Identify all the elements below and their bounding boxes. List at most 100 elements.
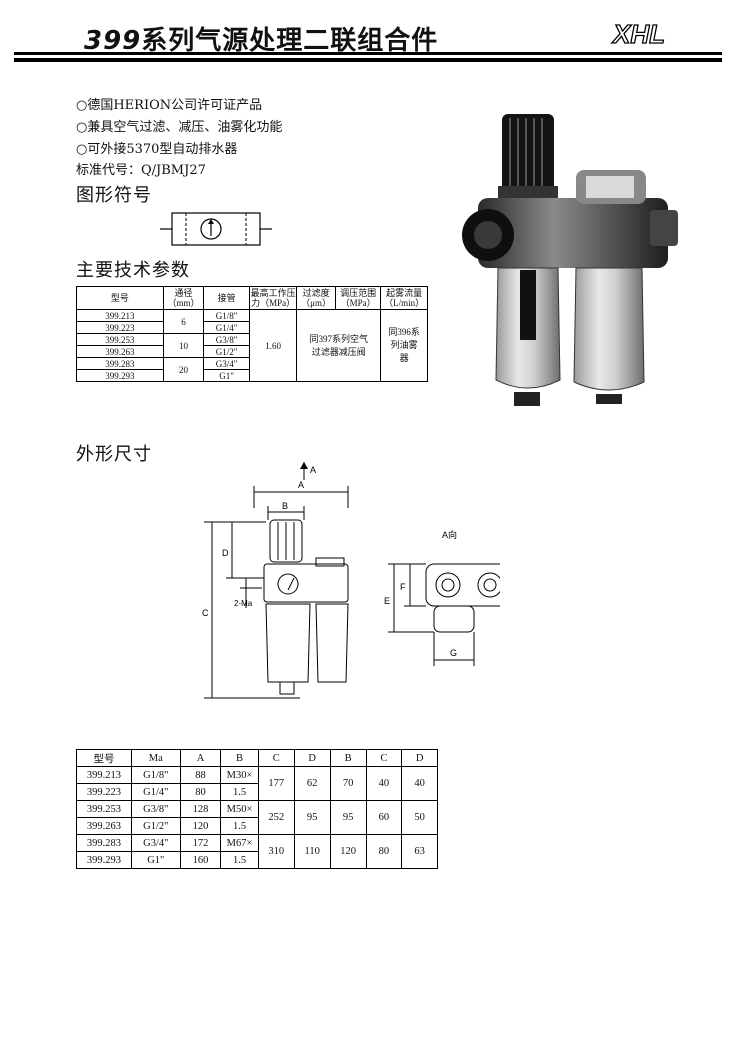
specs-heading: 主要技术参数	[76, 260, 190, 281]
model-cell: 399.263	[76, 817, 132, 835]
ma-cell: G3/8"	[130, 800, 181, 818]
page-title: 399系列气源处理二联组合件	[84, 20, 438, 57]
dim-header-cell: D	[293, 749, 331, 767]
label-ma: 2-Ma	[234, 599, 253, 608]
spec-header-cell: 过滤度（μm）	[296, 286, 336, 310]
ma-cell: G1/4"	[130, 783, 181, 801]
spec-table: 型号 通径（mm） 接管 最高工作压力（MPa） 过滤度（μm） 调压范围（MP…	[76, 286, 428, 382]
bore-cell: 20	[162, 357, 205, 382]
dim-header-cell: 型号	[76, 749, 132, 767]
c-cell: 310	[257, 834, 295, 869]
d2-cell: 40	[401, 766, 438, 801]
series-number: 399	[84, 26, 142, 56]
a-cell: 80	[179, 783, 222, 801]
table-row: 399.293 G1"	[76, 369, 428, 382]
spec-header-row: 型号 通径（mm） 接管 最高工作压力（MPa） 过滤度（μm） 调压范围（MP…	[76, 286, 428, 310]
spec-header-cell: 通径（mm）	[162, 286, 205, 310]
b2-cell: 95	[329, 800, 367, 835]
feature-2: ○兼具空气过滤、减压、油雾化功能	[76, 120, 283, 135]
b-bottom-cell: 1.5	[220, 851, 259, 869]
port-cell: G3/8"	[203, 333, 250, 346]
b2-cell: 120	[329, 834, 367, 869]
b-top-cell: M30×	[220, 766, 259, 784]
feature-1: ○德国HERION公司许可证产品	[76, 98, 263, 113]
table-row: 399.213 6 G1/8" 1.60 同397系列空气过滤器减压阀 同396…	[76, 309, 428, 382]
dimension-table: 型号 Ma A B C D B C D 399.213 G1/8" 88 M30…	[76, 749, 438, 869]
port-cell: G1/8"	[203, 309, 250, 322]
filter-note-cell: 同397系列空气过滤器减压阀	[296, 309, 382, 382]
b-top-cell: M50×	[220, 800, 259, 818]
dimensions-heading: 外形尺寸	[76, 444, 152, 465]
header-rule-thick	[14, 58, 722, 62]
d-cell: 110	[293, 834, 331, 869]
d-cell: 62	[293, 766, 331, 801]
c-cell: 177	[257, 766, 295, 801]
spec-header-cell: 接管	[203, 286, 250, 310]
dim-header-cell: B	[220, 749, 259, 767]
port-cell: G1/4"	[203, 321, 250, 334]
dim-header-cell: C	[365, 749, 403, 767]
header-rule	[14, 52, 722, 55]
product-photo	[462, 114, 678, 406]
b-top-cell: M67×	[220, 834, 259, 852]
standard-code: 标准代号：Q/JBMJ27	[76, 163, 206, 178]
model-cell: 399.223	[76, 783, 132, 801]
label-d: D	[222, 548, 229, 558]
model-cell: 399.213	[76, 309, 164, 322]
symbol-heading: 图形符号	[76, 185, 152, 206]
a-cell: 120	[179, 817, 222, 835]
label-a-arrow: A	[310, 465, 316, 475]
d2-cell: 63	[401, 834, 438, 869]
label-e: E	[384, 596, 390, 606]
a-cell: 128	[179, 800, 222, 818]
dim-header-cell: D	[401, 749, 438, 767]
model-cell: 399.263	[76, 345, 164, 358]
ma-cell: G1/8"	[130, 766, 181, 784]
dim-header-cell: Ma	[130, 749, 181, 767]
table-row: 399.253 G3/8" 128 M50× 252 95 95 60 50	[76, 800, 438, 835]
model-cell: 399.283	[76, 357, 164, 370]
label-a-view: A向	[442, 529, 457, 540]
label-g: G	[450, 648, 457, 658]
label-b: B	[282, 501, 288, 511]
model-cell: 399.253	[76, 800, 132, 818]
table-row: 399.283 G3/4" 172 M67× 310 110 120 80 63	[76, 834, 438, 869]
dim-header-cell: A	[179, 749, 222, 767]
a-cell: 172	[179, 834, 222, 852]
table-row: 399.293 G1" 160 1.5	[76, 851, 438, 869]
model-cell: 399.223	[76, 321, 164, 334]
c2-cell: 80	[365, 834, 403, 869]
d2-cell: 50	[401, 800, 438, 835]
spec-header-cell: 型号	[76, 286, 164, 310]
label-c: C	[202, 608, 209, 618]
ma-cell: G1/2"	[130, 817, 181, 835]
spec-header-cell: 调压范围（MPa）	[334, 286, 382, 310]
ma-cell: G3/4"	[130, 834, 181, 852]
feature-3: ○可外接5370型自动排水器	[76, 142, 238, 157]
c-cell: 252	[257, 800, 295, 835]
model-cell: 399.253	[76, 333, 164, 346]
flow-note-cell: 同396系列油雾器	[380, 309, 428, 382]
b2-cell: 70	[329, 766, 367, 801]
spec-header-cell: 起雾流量（L/min）	[380, 286, 428, 310]
model-cell: 399.213	[76, 766, 132, 784]
dim-header-cell: B	[329, 749, 367, 767]
label-f: F	[400, 582, 406, 592]
port-cell: G3/4"	[203, 357, 250, 370]
c2-cell: 60	[365, 800, 403, 835]
a-cell: 160	[179, 851, 222, 869]
pressure-cell: 1.60	[248, 309, 298, 382]
spec-header-cell: 最高工作压力（MPa）	[248, 286, 298, 310]
ma-cell: G1"	[130, 851, 181, 869]
label-a: A	[298, 480, 304, 490]
table-row: 399.213 G1/8" 88 M30× 177 62 70 40 40	[76, 766, 438, 801]
bore-cell: 6	[162, 309, 205, 334]
table-row: 399.223 G1/4" 80 1.5	[76, 783, 438, 801]
port-cell: G1"	[203, 369, 250, 382]
dim-header-row: 型号 Ma A B C D B C D	[76, 749, 438, 767]
bore-cell: 10	[162, 333, 205, 358]
logo-text: XHL	[611, 19, 665, 49]
d-cell: 95	[293, 800, 331, 835]
title-text: 系列气源处理二联组合件	[141, 26, 439, 56]
